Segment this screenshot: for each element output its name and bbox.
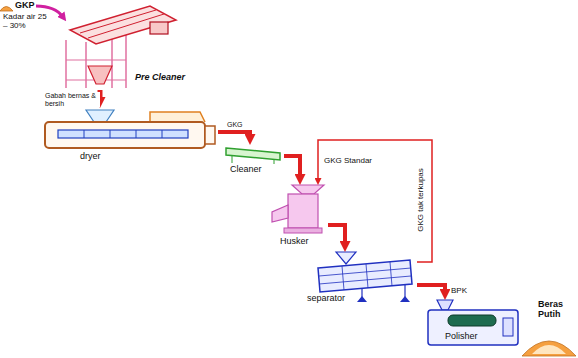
stage-label: GKP bbox=[15, 1, 35, 11]
machine-box: Husker bbox=[268, 185, 328, 248]
polisher-motor bbox=[503, 318, 513, 336]
frame-leg bbox=[85, 42, 87, 88]
stage-label: Beras Putih bbox=[538, 300, 576, 320]
sieve-line bbox=[366, 264, 368, 288]
machine-label: dryer bbox=[80, 152, 101, 162]
tray-leg bbox=[232, 156, 233, 163]
machine-box: dryer bbox=[40, 108, 218, 164]
outlet-chute bbox=[88, 66, 112, 84]
flow-label: GKG tak terkupas bbox=[417, 167, 426, 233]
machine-box: Pre Cleaner bbox=[55, 5, 190, 90]
flow-label: BPK bbox=[450, 287, 468, 296]
machine-label: Polisher bbox=[445, 332, 478, 342]
drum-line bbox=[80, 10, 156, 33]
dryer-bar bbox=[58, 130, 188, 138]
polisher-drum bbox=[448, 315, 496, 326]
machine-box: Cleaner bbox=[222, 145, 284, 177]
rice-highlight bbox=[532, 345, 566, 354]
leg-foot bbox=[357, 296, 367, 302]
machine-box: separator bbox=[305, 252, 417, 306]
motor bbox=[150, 22, 168, 34]
rice-pile bbox=[522, 341, 576, 356]
flow-arrow bbox=[218, 132, 250, 138]
sieve-line bbox=[342, 266, 344, 290]
machine-box: Polisher bbox=[425, 300, 520, 352]
husker-hopper bbox=[292, 185, 324, 194]
polisher-hopper bbox=[437, 300, 453, 310]
flow-arrow bbox=[284, 156, 300, 178]
dryer-body bbox=[45, 122, 205, 148]
flow-arrow bbox=[417, 285, 445, 293]
flow-label: Gabah bernas & bersih bbox=[44, 92, 100, 107]
grain-pile bbox=[0, 7, 13, 12]
frame-brace bbox=[66, 59, 126, 60]
bar-divider bbox=[136, 130, 137, 138]
flow-arrow bbox=[328, 225, 345, 245]
bar-divider bbox=[162, 130, 163, 138]
frame-leg bbox=[65, 40, 67, 88]
sieve-line bbox=[390, 262, 392, 286]
husker-body bbox=[288, 194, 318, 228]
machine-label: Husker bbox=[280, 237, 309, 247]
machine-label: Cleaner bbox=[230, 165, 262, 175]
dryer-end bbox=[205, 126, 215, 144]
flow-label: GKG bbox=[226, 121, 244, 129]
sieve-line bbox=[319, 268, 411, 276]
machine-label: separator bbox=[307, 294, 345, 304]
dryer-hood bbox=[150, 112, 205, 122]
sieve-line bbox=[319, 276, 411, 284]
flow-arrow bbox=[318, 140, 432, 262]
cleaner-tray bbox=[226, 148, 280, 160]
stage-label: Kadar air 25 – 30% bbox=[3, 13, 53, 31]
separator-sieve bbox=[318, 260, 412, 292]
tray-leg bbox=[274, 160, 275, 164]
dryer-hopper bbox=[86, 110, 114, 122]
husker-spout bbox=[272, 205, 288, 222]
separator-hopper bbox=[336, 252, 356, 264]
cleaner-drum bbox=[70, 6, 176, 44]
bar-divider bbox=[110, 130, 111, 138]
bar-divider bbox=[84, 130, 85, 138]
machine-label: Pre Cleaner bbox=[135, 73, 185, 83]
leg-foot bbox=[400, 296, 410, 302]
polisher-body bbox=[428, 310, 518, 345]
husker-base bbox=[284, 228, 322, 233]
flow-label: GKG Standar bbox=[323, 157, 373, 166]
